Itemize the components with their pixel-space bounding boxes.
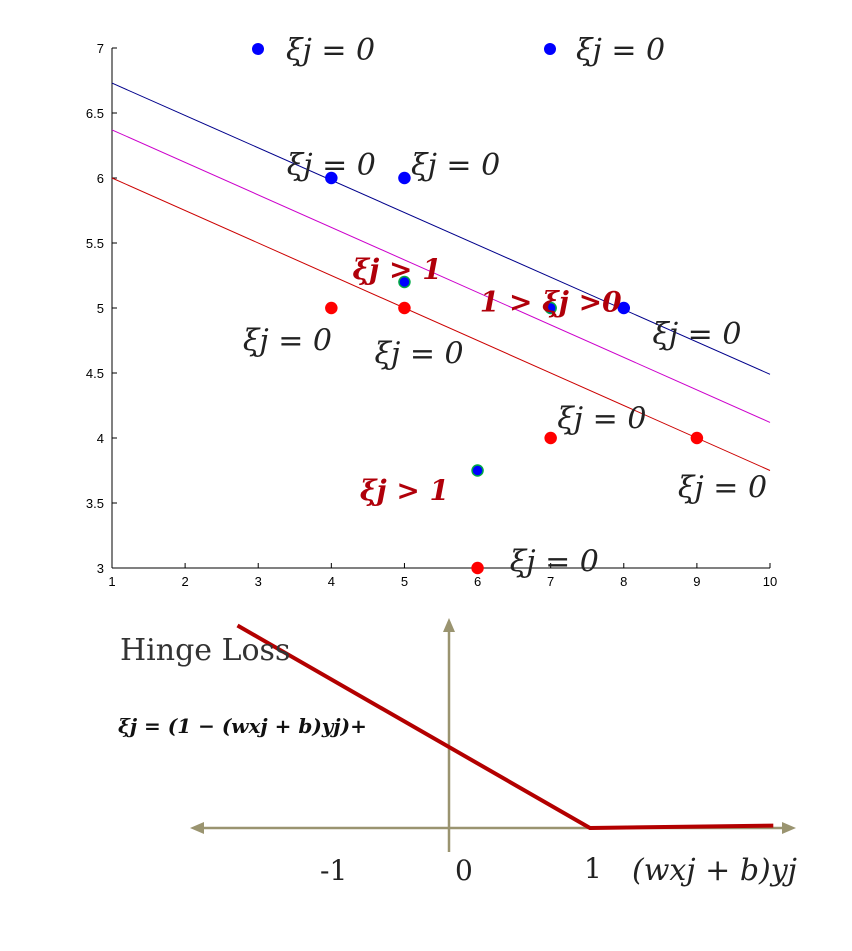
data-point — [398, 301, 411, 315]
slack-annotation: ξj = 0 — [375, 337, 464, 372]
hinge-title: Hinge Loss — [120, 633, 290, 668]
legend: ξj = 0 ξj = 0 — [252, 33, 665, 68]
data-point — [325, 301, 338, 315]
slack-annotation: ξj > 1 — [353, 253, 442, 286]
data-point — [471, 561, 484, 575]
legend-label: ξj = 0 — [576, 33, 665, 68]
hinge-formula: ξj = (1 − (wxj + b)yj)+ — [118, 714, 367, 738]
slack-annotation: ξj = 0 — [243, 324, 332, 359]
data-point — [690, 431, 704, 445]
slack-annotation: ξj = 0 — [287, 148, 376, 183]
separating-line — [111, 129, 771, 423]
y-tick-label: 4 — [97, 431, 104, 446]
legend-marker — [544, 43, 556, 55]
data-point — [544, 301, 557, 315]
slack-annotation: ξj = 0 — [652, 317, 741, 352]
data-point — [398, 275, 411, 289]
slack-annotations: ξj = 0 ξj = 0 ξj > 1 1 > ξj >0 ξj = 0 ξj = 0 ξ… — [243, 148, 767, 580]
separating-line — [111, 82, 771, 375]
hinge-loss-line — [236, 623, 774, 830]
x-tick-label: 10 — [763, 574, 777, 589]
x-tick-label: 3 — [255, 574, 262, 589]
x-tick-label: 5 — [401, 574, 408, 589]
x-label-minus-one: -1 — [320, 854, 347, 887]
hinge-loss-chart: Hinge Loss ξj = (1 − (wxj + b)yj)+ -1 0 … — [118, 618, 797, 888]
slack-annotation: ξj > 1 — [360, 474, 449, 507]
legend-label: ξj = 0 — [286, 33, 375, 68]
slack-annotation: ξj = 0 — [678, 470, 767, 505]
hinge-loss-curve — [236, 623, 774, 830]
x-tick-label: 7 — [547, 574, 554, 589]
x-tick-label: 4 — [328, 574, 335, 589]
x-axis-label: (wxj + b)yj — [632, 853, 797, 888]
y-tick-label: 3 — [97, 561, 104, 576]
data-point — [471, 464, 484, 477]
y-axis-arrow — [443, 618, 455, 852]
y-tick-label: 3.5 — [86, 496, 104, 511]
y-tick-label: 6 — [97, 171, 104, 186]
x-label-zero: 0 — [455, 854, 473, 887]
separating-line — [111, 177, 771, 471]
x-tick-label: 6 — [474, 574, 481, 589]
x-label-one: 1 — [584, 852, 602, 885]
y-tick-label: 4.5 — [86, 366, 104, 381]
x-tick-label: 8 — [620, 574, 627, 589]
slack-annotation: ξj = 0 — [557, 402, 646, 437]
axis-ticks: 1 2 3 4 5 6 7 8 9 10 3 3.5 4 4.5 5 5.5 6 6.5 7 — [86, 41, 777, 589]
data-point — [325, 171, 338, 185]
data-point — [617, 301, 631, 315]
slack-annotation: 1 > ξj >0 — [480, 286, 622, 319]
legend-marker — [252, 43, 264, 55]
slack-annotation: ξj = 0 — [411, 148, 500, 183]
data-points — [325, 171, 704, 575]
slack-annotation: ξj = 0 — [510, 545, 599, 580]
y-tick-label: 5.5 — [86, 236, 104, 251]
data-point — [544, 431, 557, 445]
data-point — [398, 171, 411, 185]
y-tick-label: 5 — [97, 301, 104, 316]
y-tick-label: 7 — [97, 41, 104, 56]
y-tick-label: 6.5 — [86, 106, 104, 121]
x-tick-label: 2 — [181, 574, 188, 589]
x-tick-label: 9 — [693, 574, 700, 589]
decision-lines — [111, 82, 771, 471]
x-tick-label: 1 — [108, 574, 115, 589]
